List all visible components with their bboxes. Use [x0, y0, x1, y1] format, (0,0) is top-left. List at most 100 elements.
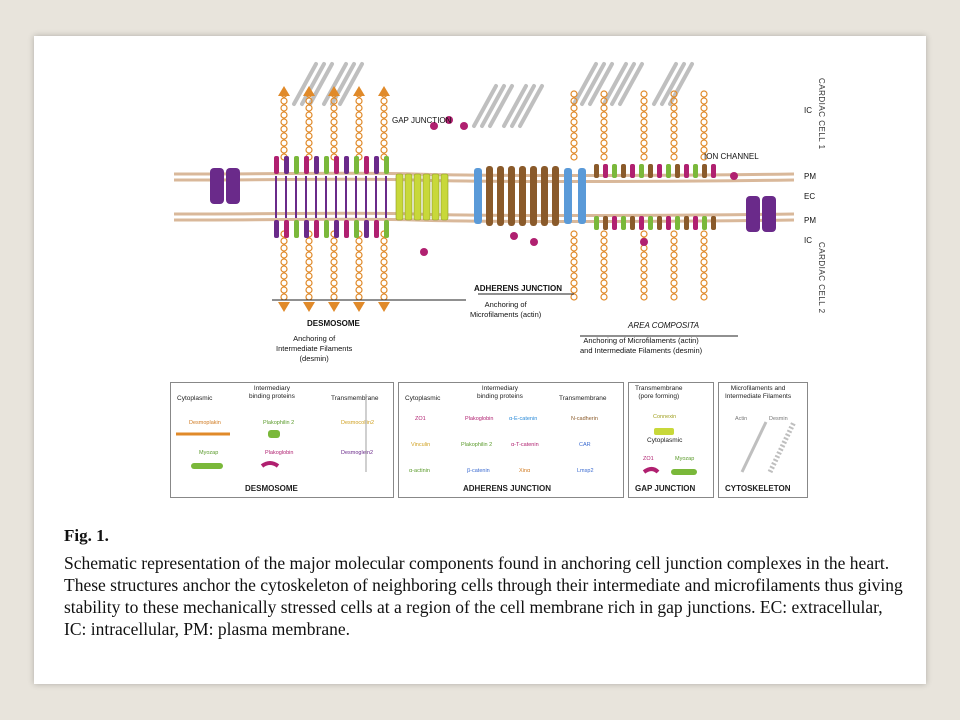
- desmoplakin-strand: [330, 104, 338, 112]
- actin-filament: [300, 62, 326, 106]
- desmoplakin-head: [303, 302, 315, 312]
- desmoplakin-strand: [670, 251, 678, 259]
- desmoplakin-strand: [355, 146, 363, 154]
- actin-filament: [610, 62, 636, 106]
- legend-adherens-box: Cytoplasmic Intermediary binding protein…: [398, 382, 624, 498]
- desmoplakin-strand: [280, 97, 288, 105]
- desmoplakin-head: [278, 302, 290, 312]
- desmoplakin-strand: [380, 104, 388, 112]
- desmoplakin-strand: [670, 293, 678, 301]
- desmoplakin-strand: [355, 237, 363, 245]
- actin-filament: [502, 84, 528, 128]
- desmoplakin-strand: [700, 244, 708, 252]
- legend-item-myozap: Myozap: [199, 450, 219, 456]
- desmosome-protein: [344, 220, 349, 238]
- desmoplakin-strand: [330, 139, 338, 147]
- area-composita-icon: [621, 164, 626, 178]
- junction-diagram: GAP JUNCTION ION CHANNEL CARDIAC CELL 1 …: [174, 56, 834, 386]
- desmoplakin-strand: [330, 118, 338, 126]
- desmoplakin-strand: [330, 97, 338, 105]
- gap-junction-icon: [413, 173, 422, 221]
- actin-filament: [660, 62, 686, 106]
- legend-gap-col-transmembrane: Transmembrane (pore forming): [635, 385, 683, 400]
- actin-filament: [338, 62, 364, 106]
- desmoplakin-strand: [600, 146, 608, 154]
- desmosome-protein: [364, 156, 369, 174]
- plakoglobin-bead: [460, 122, 468, 130]
- desmoplakin-strand: [570, 104, 578, 112]
- desmoplakin-strand: [355, 111, 363, 119]
- desmoplakin-strand: [280, 265, 288, 273]
- area-composita-icon: [648, 164, 653, 178]
- area-composita-icon: [693, 216, 698, 230]
- legend-svg: [176, 394, 797, 475]
- desmoplakin-strand: [355, 104, 363, 112]
- desmoplakin-strand: [355, 279, 363, 287]
- legend-item-n-cadherin: N-cadherin: [571, 416, 598, 422]
- legend-desmosome-box: Cytoplasmic Intermediary binding protein…: [170, 382, 394, 498]
- car-protein: [474, 168, 482, 224]
- membrane-line: [174, 171, 795, 177]
- desmoplakin-strand: [380, 237, 388, 245]
- desmoplakin-strand: [355, 244, 363, 252]
- desmoplakin-strand: [700, 111, 708, 119]
- desmoplakin-strand: [640, 139, 648, 147]
- desmoplakin-strand: [330, 293, 338, 301]
- desmoplakin-strand: [305, 111, 313, 119]
- slide: GAP JUNCTION ION CHANNEL CARDIAC CELL 1 …: [34, 36, 926, 684]
- desmoplakin-strand: [670, 258, 678, 266]
- desmoplakin-strand: [330, 125, 338, 133]
- legend-item-a-actinin: α-actinin: [409, 468, 430, 474]
- desmoplakin-strand: [570, 265, 578, 273]
- desmosome-protein: [314, 156, 319, 174]
- label-ion-channel: ION CHANNEL: [704, 152, 759, 161]
- desmoplakin-strand: [600, 251, 608, 259]
- legend-item-desmoglein2: Desmoglein2: [341, 450, 374, 456]
- legend-item-connexin: Connexin: [653, 414, 677, 420]
- legend-item-at-catenin: α-T-catenin: [511, 442, 539, 448]
- desmoplakin-strand: [700, 251, 708, 259]
- desmosome-protein: [344, 156, 349, 174]
- gap-junction-icon: [440, 173, 449, 221]
- n-cadherin: [486, 166, 493, 226]
- area-composita-icon: [594, 216, 599, 230]
- ion-channel-icon: [210, 168, 224, 204]
- legend-gap-title: GAP JUNCTION: [635, 484, 696, 493]
- desmoplakin-strand: [380, 293, 388, 301]
- desmoplakin-strand: [640, 111, 648, 119]
- area-composita-icon: [630, 164, 635, 178]
- label-adherens-desc: Anchoring of Microfilaments (actin): [470, 300, 542, 319]
- desmoplakin-strand: [640, 132, 648, 140]
- desmosome-protein: [284, 156, 289, 174]
- area-composita-icon: [666, 216, 671, 230]
- desmoplakin-strand: [355, 251, 363, 259]
- caption-fig-label: Fig. 1.: [64, 526, 109, 545]
- desmoplakin-strand: [700, 265, 708, 273]
- desmosome-protein: [374, 220, 379, 238]
- desmoplakin-strand: [600, 272, 608, 280]
- n-cadherin: [497, 166, 504, 226]
- desmoplakin-strand: [670, 230, 678, 238]
- desmoplakin-strand: [640, 97, 648, 105]
- desmoplakin-head: [328, 86, 340, 96]
- area-composita-icon: [657, 164, 662, 178]
- desmoplakin-strand: [330, 244, 338, 252]
- legend-adherens-col-transmembrane: Transmembrane: [559, 395, 607, 402]
- desmoplakin-strand: [380, 258, 388, 266]
- desmoplakin-strand: [305, 132, 313, 140]
- actin-filament: [292, 62, 318, 106]
- area-composita-icon: [711, 216, 716, 230]
- zo1-icon: [642, 467, 660, 474]
- desmoplakin-strand: [570, 153, 578, 161]
- desmosome-protein: [314, 220, 319, 238]
- desmoplakin-strand: [600, 97, 608, 105]
- desmosome-protein: [334, 156, 339, 174]
- legend-gap-col-cytoplasmic: Cytoplasmic: [647, 437, 683, 444]
- desmoplakin-strand: [570, 125, 578, 133]
- n-cadherin: [519, 166, 526, 226]
- car-protein: [578, 168, 586, 224]
- n-cadherin: [530, 166, 537, 226]
- legend-item-ae-catenin: α-E-catenin: [509, 416, 538, 422]
- legend-item-desmoplakin: Desmoplakin: [189, 420, 221, 426]
- desmoplakin-strand: [355, 97, 363, 105]
